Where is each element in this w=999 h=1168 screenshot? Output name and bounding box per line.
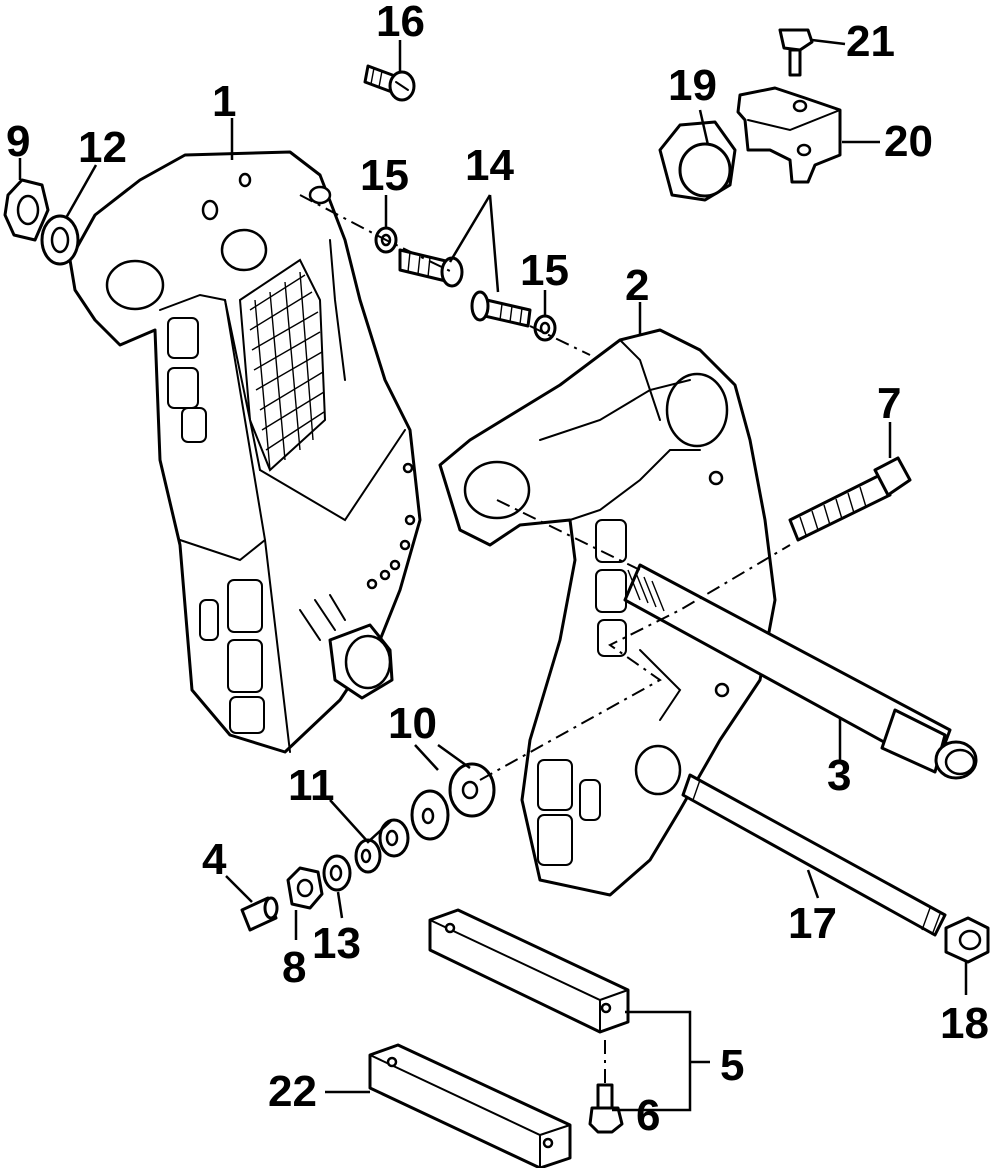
washer-10-small [410,789,450,841]
lower-shaft [681,773,947,937]
callout-21: 21 [846,17,895,66]
callout-17: 17 [788,899,837,948]
nut-8 [286,866,324,910]
plate-5 [428,908,630,1034]
left-clamp-bracket [68,150,422,754]
callout-9: 9 [6,117,30,166]
screw-16 [363,64,416,102]
right-clamp-bracket [438,328,777,897]
callout-6: 6 [636,1091,660,1140]
screw-6 [588,1083,624,1134]
washer-13 [322,854,352,892]
leader-lines [18,38,968,1112]
callout-4: 4 [202,835,227,884]
washer-15-lower [533,314,557,342]
washer-11-upper [378,818,410,858]
washer-12 [40,214,80,266]
callout-14: 14 [465,141,514,190]
callout-8: 8 [282,943,306,992]
callout-2: 2 [625,261,649,310]
callout-15-upper: 15 [360,151,409,200]
spacer-bolt-lower [470,290,532,328]
clip-20 [736,86,842,184]
assembly-center-lines [299,194,791,1085]
long-bolt [788,456,912,542]
washer-10-large [448,762,496,818]
cap-19 [658,120,737,202]
callout-1: 1 [212,77,236,126]
callout-16: 16 [376,0,425,46]
bolt-21 [778,28,814,77]
callout-7: 7 [877,379,901,428]
callout-15-lower: 15 [520,246,569,295]
washer-11-lower [354,838,382,874]
callout-12: 12 [78,123,127,172]
callout-19: 19 [668,61,717,110]
plate-22 [368,1043,572,1168]
callout-labels: 1 2 3 4 5 6 7 8 9 10 11 12 13 14 15 15 1… [6,0,989,1140]
callout-13: 13 [312,919,361,968]
nut-9 [3,178,50,242]
callout-11: 11 [288,761,335,810]
tilt-tube [623,563,978,780]
callout-10: 10 [388,699,437,748]
callout-22: 22 [268,1067,317,1116]
callout-20: 20 [884,117,933,166]
callout-5: 5 [720,1041,744,1090]
callout-18: 18 [940,999,989,1048]
nut-18 [944,916,990,964]
callout-3: 3 [827,751,851,800]
pin-4 [240,896,279,932]
